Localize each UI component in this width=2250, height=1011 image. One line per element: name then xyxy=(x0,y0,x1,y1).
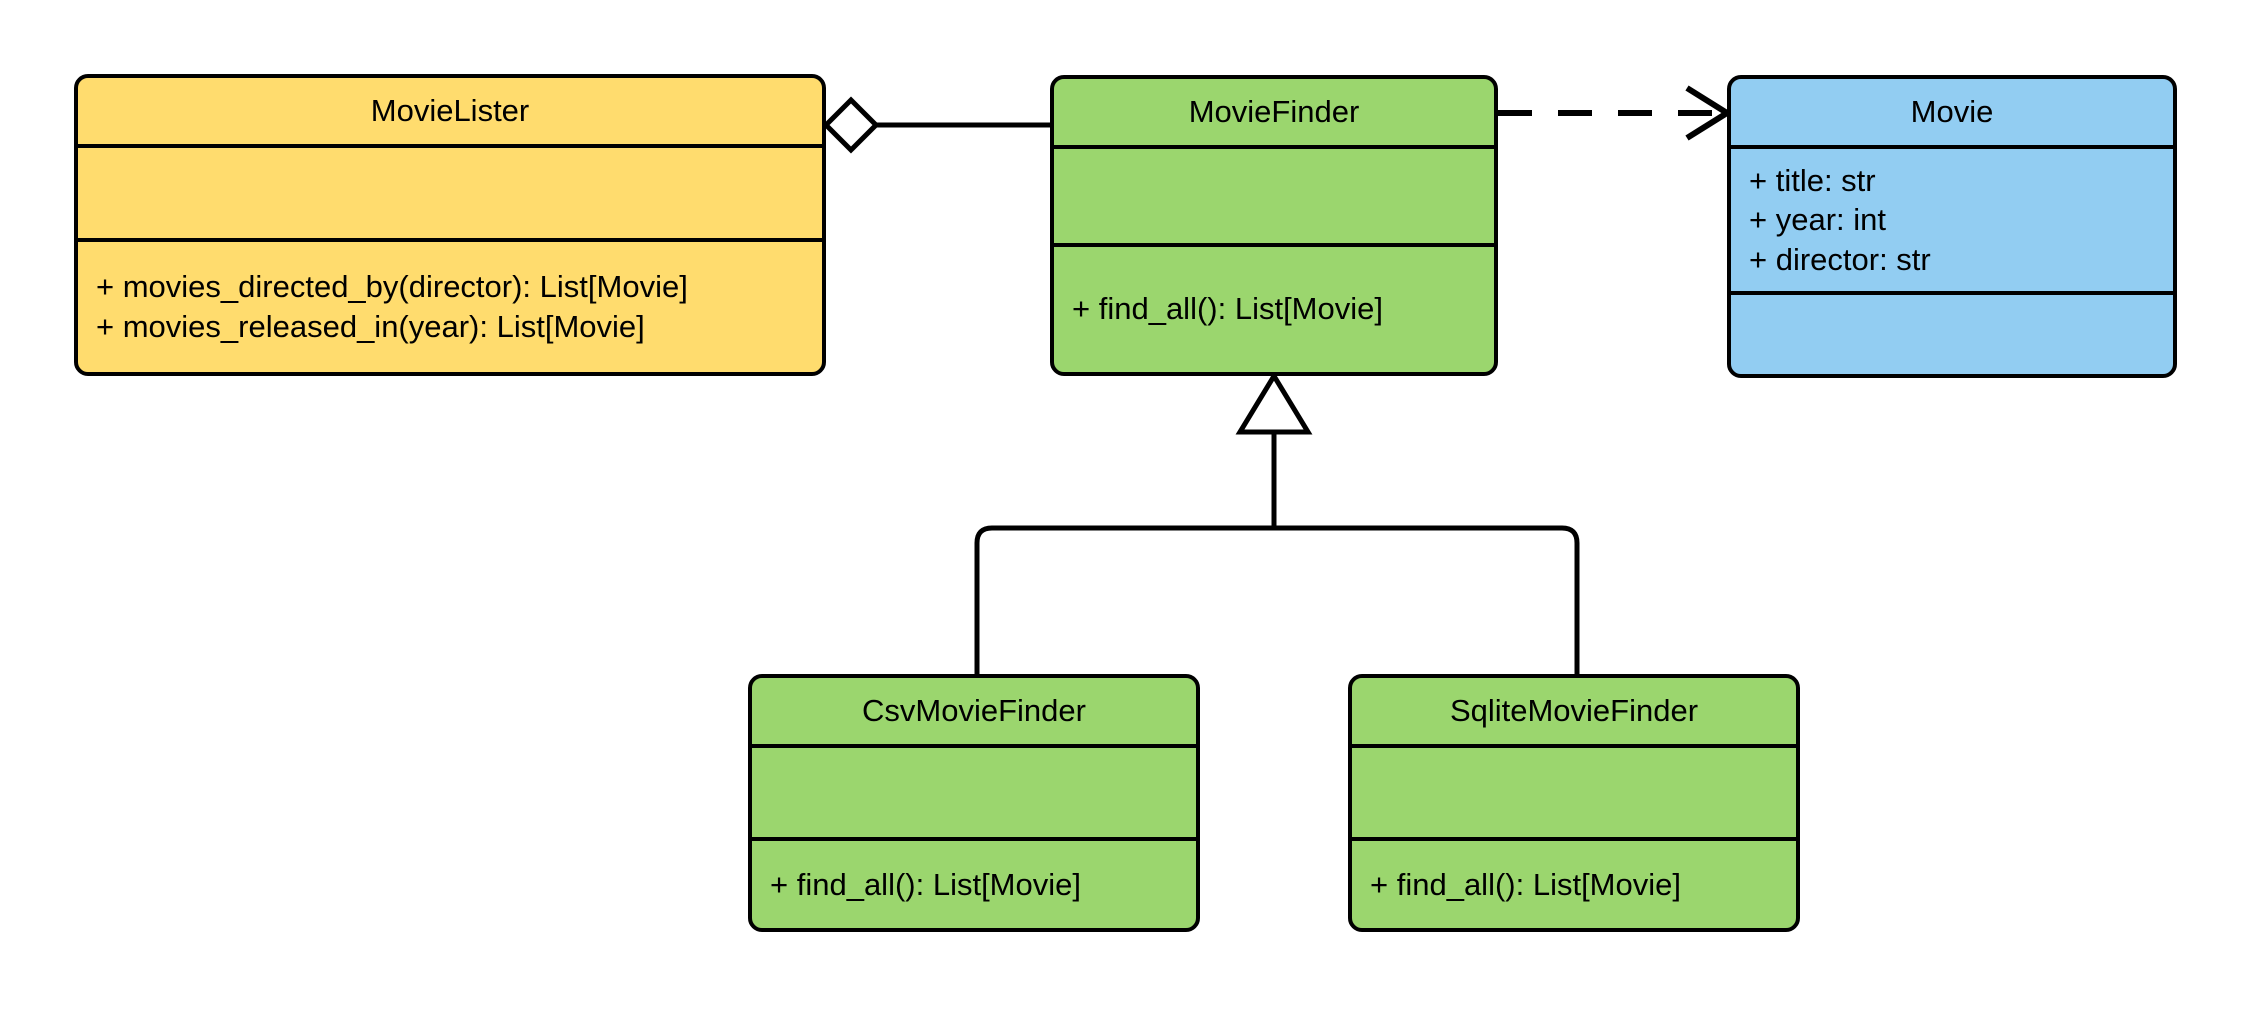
class-name-compartment: CsvMovieFinder xyxy=(752,678,1196,744)
attributes-compartment: + title: str + year: int + director: str xyxy=(1731,145,2173,291)
attribute-item: + director: str xyxy=(1749,242,1931,278)
attribute-item: + year: int xyxy=(1749,202,1886,238)
attributes-compartment xyxy=(1054,145,1494,242)
attributes-compartment xyxy=(78,144,822,238)
method-item: + find_all(): List[Movie] xyxy=(770,866,1081,902)
class-box-sqlite-movie-finder[interactable]: SqliteMovieFinder + find_all(): List[Mov… xyxy=(1348,674,1800,932)
attribute-item: + title: str xyxy=(1749,162,1876,198)
generalization-branch-csv xyxy=(974,525,1274,674)
methods-compartment: + find_all(): List[Movie] xyxy=(1352,836,1796,928)
class-name-compartment: Movie xyxy=(1731,79,2173,145)
class-name-compartment: SqliteMovieFinder xyxy=(1352,678,1796,744)
attributes-compartment xyxy=(1352,743,1796,837)
methods-compartment: + find_all(): List[Movie] xyxy=(1054,242,1494,372)
edge-generalization-tree xyxy=(974,371,1580,674)
attributes-compartment xyxy=(752,743,1196,837)
method-item: + find_all(): List[Movie] xyxy=(1072,291,1383,327)
class-name-label: CsvMovieFinder xyxy=(862,693,1086,729)
class-name-label: MovieLister xyxy=(370,93,530,129)
class-name-compartment: MovieLister xyxy=(78,78,822,144)
class-name-compartment: MovieFinder xyxy=(1054,79,1494,145)
methods-compartment xyxy=(1731,291,2173,374)
class-box-csv-movie-finder[interactable]: CsvMovieFinder + find_all(): List[Movie] xyxy=(748,674,1200,932)
open-arrow-marker xyxy=(1685,85,1733,141)
class-name-label: Movie xyxy=(1910,94,1994,130)
class-box-movie-lister[interactable]: MovieLister + movies_directed_by(directo… xyxy=(74,74,826,376)
class-name-label: SqliteMovieFinder xyxy=(1449,693,1699,729)
method-item: + movies_released_in(year): List[Movie] xyxy=(96,308,645,344)
hollow-triangle-marker xyxy=(1235,371,1313,435)
hollow-diamond-marker xyxy=(822,96,880,154)
class-box-movie-finder[interactable]: MovieFinder + find_all(): List[Movie] xyxy=(1050,75,1498,376)
class-box-movie[interactable]: Movie + title: str + year: int + directo… xyxy=(1727,75,2177,378)
method-item: + find_all(): List[Movie] xyxy=(1370,866,1681,902)
generalization-branch-sqlite xyxy=(1274,525,1580,674)
edge-aggregation-lister-finder xyxy=(822,96,1050,154)
methods-compartment: + find_all(): List[Movie] xyxy=(752,836,1196,928)
methods-compartment: + movies_directed_by(director): List[Mov… xyxy=(78,237,822,372)
method-item: + movies_directed_by(director): List[Mov… xyxy=(96,269,688,305)
class-name-label: MovieFinder xyxy=(1188,94,1360,130)
edge-dependency-finder-movie xyxy=(1498,85,1733,141)
